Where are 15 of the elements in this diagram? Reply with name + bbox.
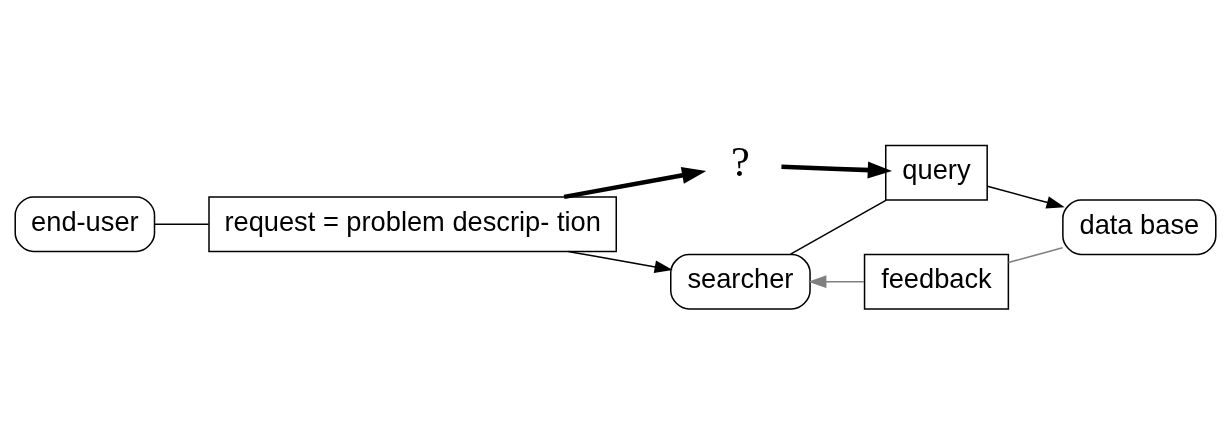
connector bbox=[789, 198, 887, 255]
node-box: data base bbox=[1062, 198, 1217, 255]
arrow bbox=[808, 274, 865, 288]
connector bbox=[154, 222, 210, 225]
arrow bbox=[986, 184, 1065, 209]
arrow bbox=[567, 250, 673, 273]
node-box: query bbox=[885, 144, 988, 201]
node-box: end-user bbox=[14, 195, 156, 252]
arrow bbox=[781, 161, 892, 179]
connector bbox=[1007, 246, 1064, 263]
node-box: request = problem descrip- tion bbox=[208, 195, 617, 252]
node-box: feedback bbox=[863, 253, 1010, 310]
arrow bbox=[563, 166, 707, 199]
node-text: ? bbox=[730, 137, 750, 185]
node-box: searcher bbox=[670, 253, 811, 310]
